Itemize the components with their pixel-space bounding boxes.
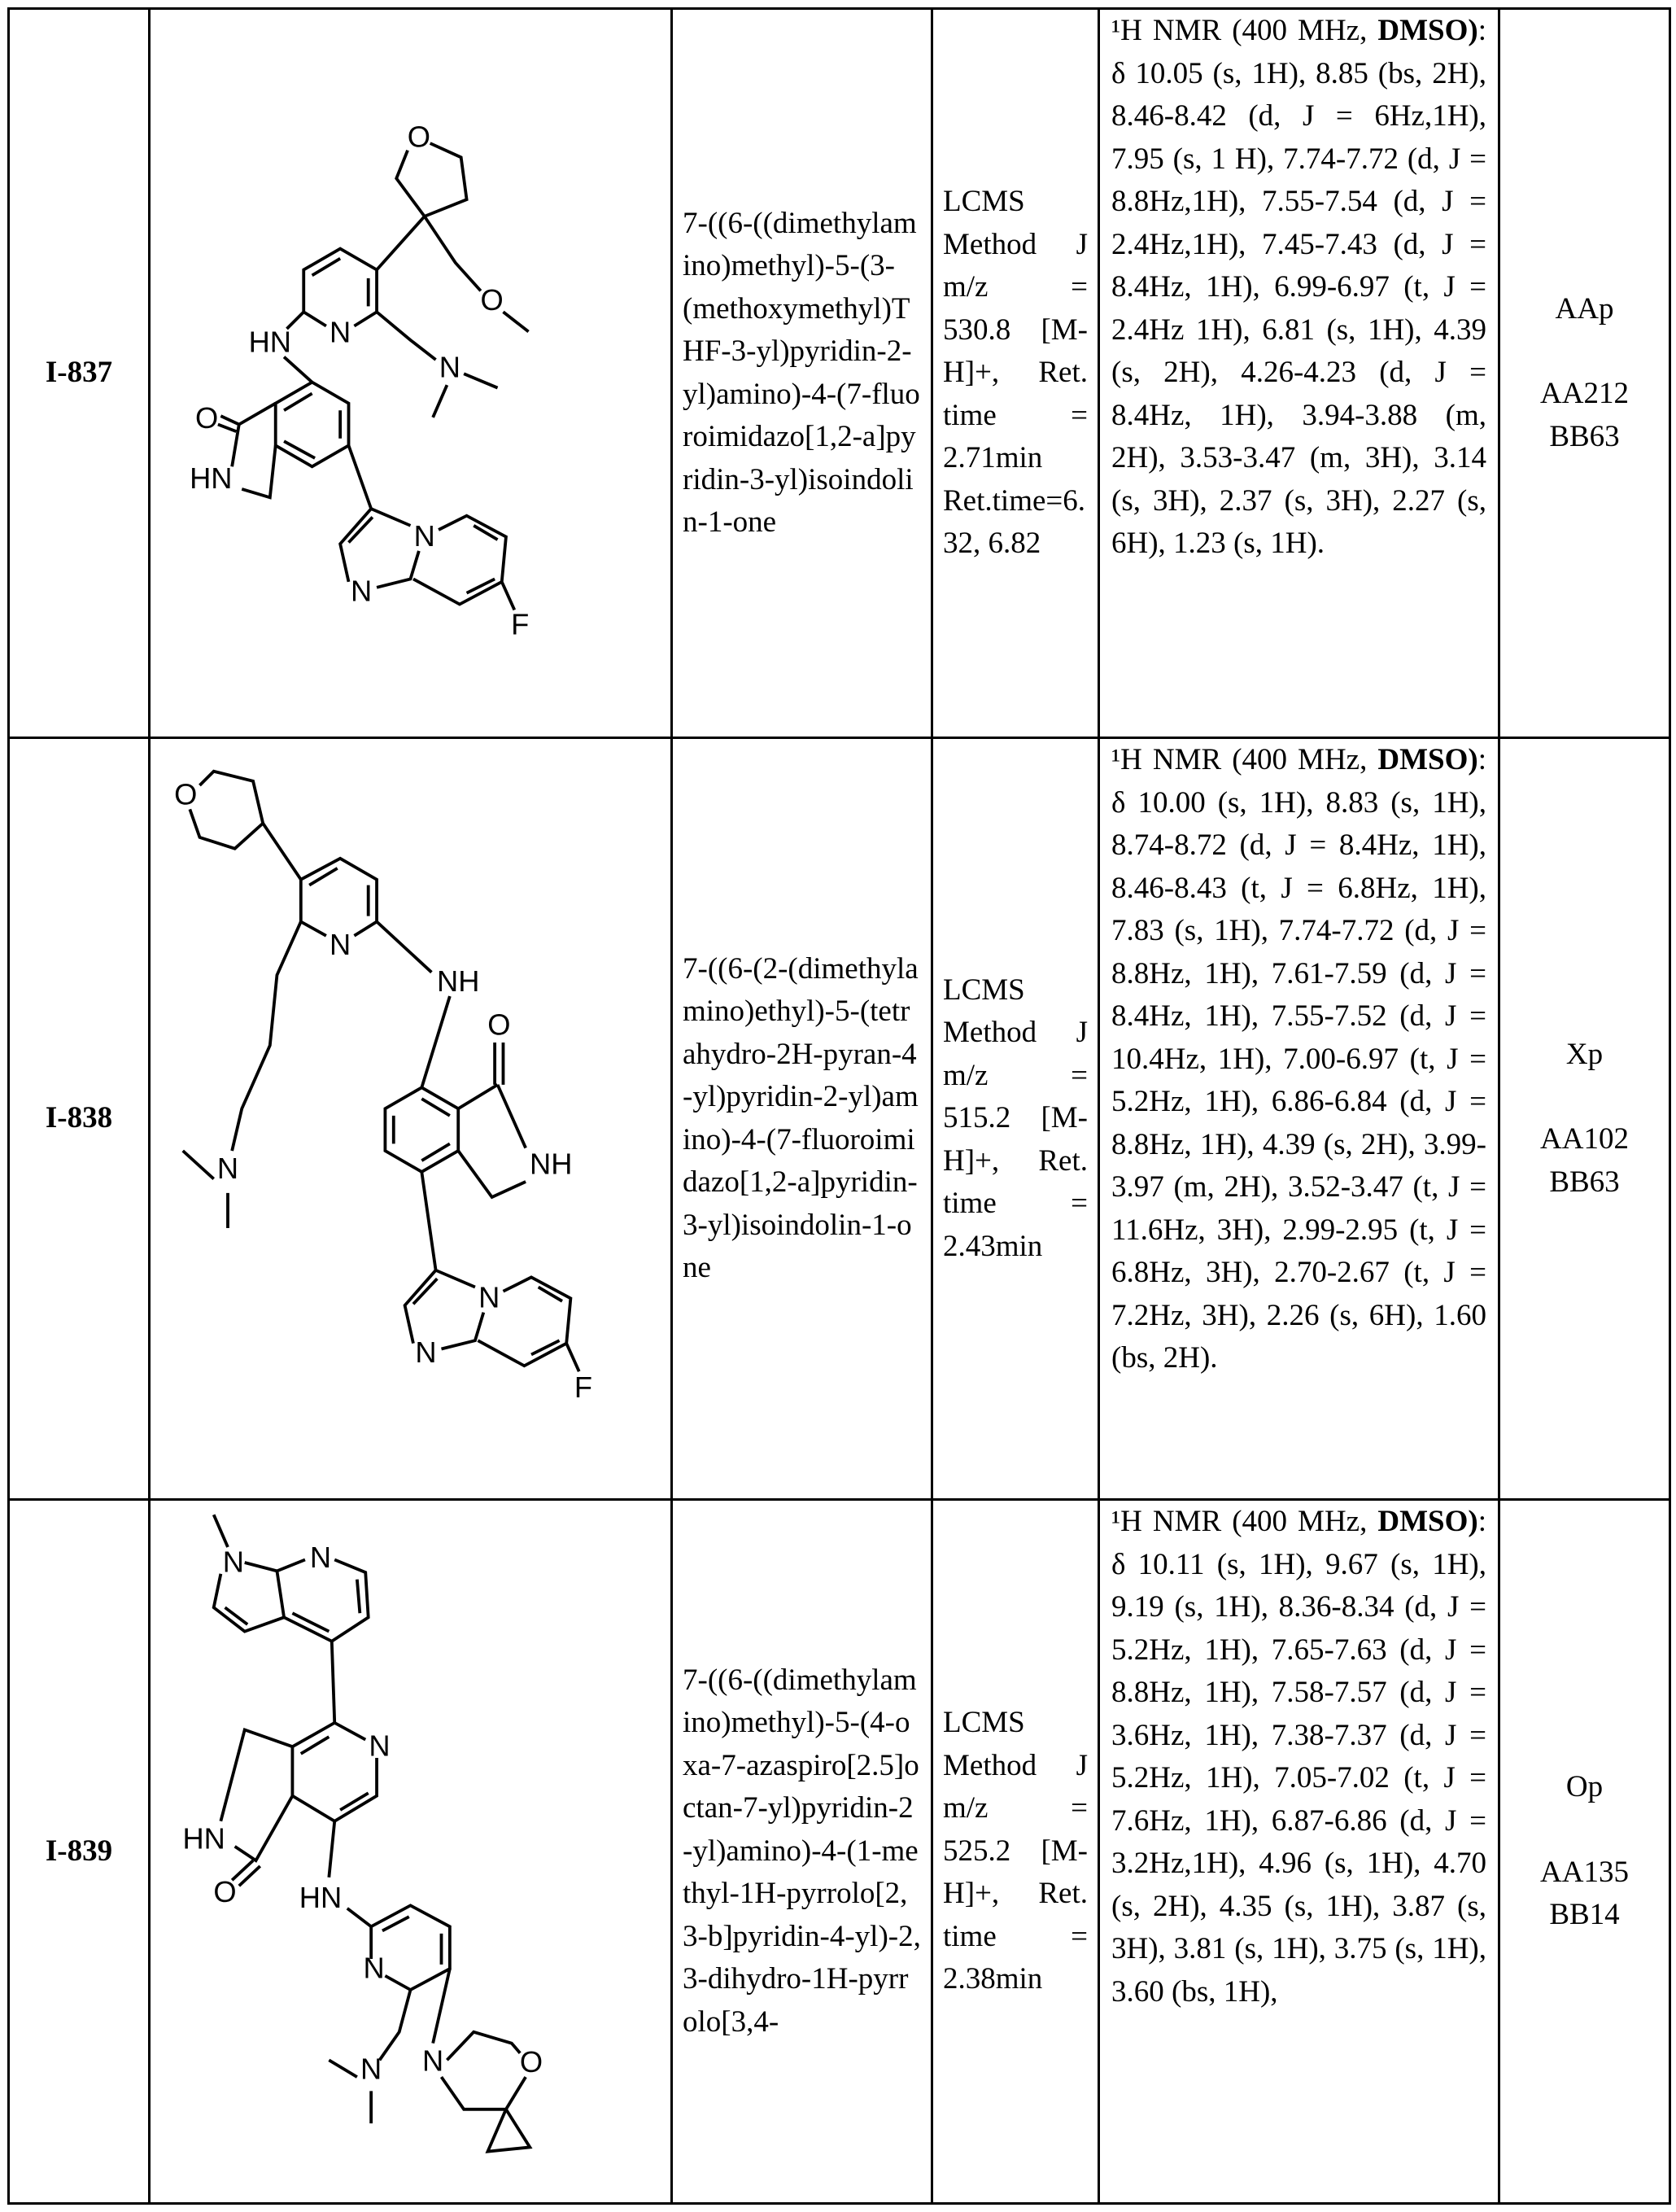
atom-label: N (223, 1545, 244, 1578)
structure-drawing: N N N HN O HN N N N O (182, 1514, 543, 2153)
atom-label: N (414, 519, 435, 553)
atom-label: N (439, 351, 460, 384)
method-code: Xp (1565, 1037, 1604, 1071)
nmr-data: ¹H NMR (400 MHz, DMSO): δ 10.00 (s, 1H),… (1098, 737, 1500, 1501)
atom-label: N (330, 316, 351, 349)
atom-label: O (213, 1875, 236, 1908)
table-row: I-837 O O N HN N O HN (7, 7, 1671, 739)
atom-label: F (511, 608, 529, 641)
compound-id: I-837 (7, 7, 151, 739)
atom-label: O (487, 1008, 510, 1042)
atom-label: O (408, 120, 430, 154)
nmr-solvent: DMSO) (1377, 1505, 1478, 1538)
compound-name: 7-((6-(2-(dimethylamino)ethyl)-5-(tetrah… (670, 737, 933, 1501)
compound-id: I-839 (7, 1498, 151, 2205)
compound-name: 7-((6-((dimethylamino)methyl)-5-(3-(meth… (670, 7, 933, 739)
nmr-prefix: ¹H NMR (400 MHz, (1111, 14, 1368, 47)
nmr-peaks: : δ 10.05 (s, 1H), 8.85 (bs, 2H), 8.46-8… (1111, 14, 1486, 560)
atom-label: N (360, 2052, 382, 2086)
atom-label: N (422, 2044, 443, 2077)
atom-label: N (369, 1729, 390, 1763)
atom-label: F (574, 1370, 592, 1404)
lcms-data: LCMS Method J m/z = 515.2 [M-H]+, Ret. t… (931, 737, 1100, 1501)
nmr-solvent: DMSO) (1377, 743, 1478, 776)
atom-label: NH (437, 964, 479, 998)
atom-label: O (481, 283, 504, 317)
table-row: I-839 N N N HN O HN N N N (7, 1498, 1671, 2205)
compound-table: I-837 O O N HN N O HN (7, 7, 1671, 2205)
atom-label: O (195, 401, 218, 435)
atom-label: NH (530, 1148, 572, 1181)
lcms-data: LCMS Method J m/z = 525.2 [M-H]+, Ret. t… (931, 1498, 1100, 2205)
chemical-structure: O N NH O NH N N N F (148, 737, 673, 1501)
atom-label: O (520, 2045, 543, 2079)
reagent-codes: AA212 BB63 (1540, 377, 1629, 453)
atom-label: N (217, 1152, 238, 1185)
structure-drawing: O N NH O NH N N N F (174, 769, 592, 1404)
structure-drawing: O O N HN N O HN N N F (190, 120, 530, 641)
nmr-peaks: : δ 10.11 (s, 1H), 9.67 (s, 1H), 9.19 (s… (1111, 1505, 1486, 2009)
atom-label: HN (190, 461, 232, 495)
atom-label: N (310, 1541, 331, 1574)
atom-label: N (364, 1951, 385, 1984)
chemical-structure: N N N HN O HN N N N O (148, 1498, 673, 2205)
nmr-prefix: ¹H NMR (400 MHz, (1111, 743, 1368, 776)
reagent-codes: AA135 BB14 (1540, 1855, 1629, 1932)
reagent-codes: AA102 BB63 (1540, 1122, 1629, 1199)
lcms-data: LCMS Method J m/z = 530.8 [M-H]+, Ret. t… (931, 7, 1100, 739)
atom-label: HN (182, 1822, 225, 1856)
atom-label: O (174, 778, 197, 811)
nmr-solvent: DMSO) (1377, 14, 1478, 47)
nmr-data: ¹H NMR (400 MHz, DMSO): δ 10.05 (s, 1H),… (1098, 7, 1500, 739)
compound-id: I-838 (7, 737, 151, 1501)
method-code: Op (1565, 1770, 1604, 1804)
chemical-structure: O O N HN N O HN N N F (148, 7, 673, 739)
atom-label: N (330, 928, 351, 961)
method-code: AAp (1555, 291, 1614, 326)
nmr-data: ¹H NMR (400 MHz, DMSO): δ 10.11 (s, 1H),… (1098, 1498, 1500, 2205)
nmr-peaks: : δ 10.00 (s, 1H), 8.83 (s, 1H), 8.74-8.… (1111, 743, 1486, 1375)
atom-label: N (478, 1281, 500, 1314)
atom-label: HN (299, 1881, 342, 1914)
table-row: I-838 O N NH O NH N N N (7, 737, 1671, 1501)
compound-name: 7-((6-((dimethylamino)methyl)-5-(4-oxa-7… (670, 1498, 933, 2205)
nmr-prefix: ¹H NMR (400 MHz, (1111, 1505, 1368, 1538)
atom-label: HN (249, 326, 291, 359)
atom-label: N (415, 1336, 436, 1369)
atom-label: N (351, 574, 372, 607)
